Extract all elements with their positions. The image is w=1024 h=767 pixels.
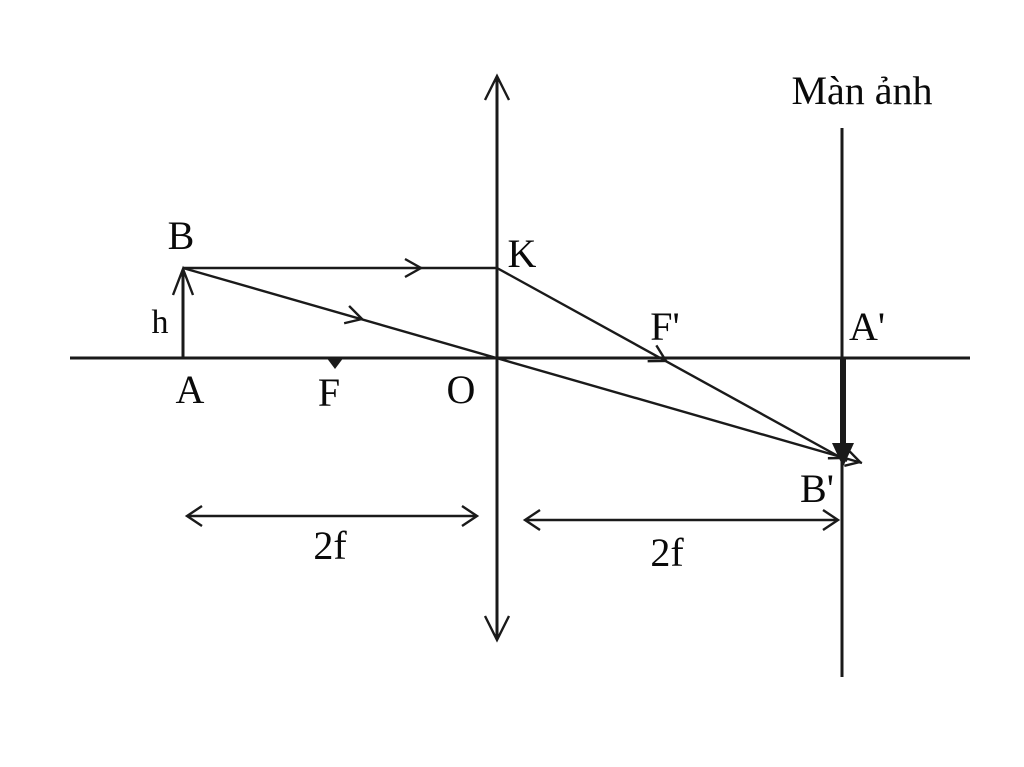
image-arrowhead [832, 443, 854, 467]
object-base-label: A [176, 367, 205, 412]
ray-central-shaft [182, 266, 863, 465]
lens-top-arrowhead [483, 73, 511, 101]
focal-left-tick [326, 357, 344, 369]
object-height-label: h [152, 304, 169, 341]
screen-title-label: Màn ảnh [791, 68, 932, 113]
lens-bottom-arrowhead [483, 615, 511, 643]
distance-left-label: 2f [313, 523, 347, 568]
distance-right-label: 2f [650, 530, 684, 575]
image-tip-label: B' [800, 466, 834, 511]
object-top-label: B [168, 213, 195, 258]
optical-center-label: O [447, 367, 476, 412]
ray-central-mid-arrowhead [343, 305, 365, 325]
dimension-right-west-arrowhead [522, 509, 541, 531]
ray-parallel-arrowhead [404, 257, 424, 279]
dimension-left-east-arrowhead [461, 505, 480, 527]
dimension-left-west-arrowhead [184, 505, 203, 527]
focal-right-label: F' [650, 304, 679, 349]
ray-refracted-shaft [496, 266, 848, 463]
image-base-label: A' [849, 304, 885, 349]
lens-hit-point-label: K [508, 231, 537, 276]
ray-refracted-focal-arrowhead [647, 344, 669, 363]
ray-central-end-arrowhead [844, 449, 863, 467]
dimension-right-east-arrowhead [822, 509, 841, 531]
focal-left-label: F [318, 370, 340, 415]
